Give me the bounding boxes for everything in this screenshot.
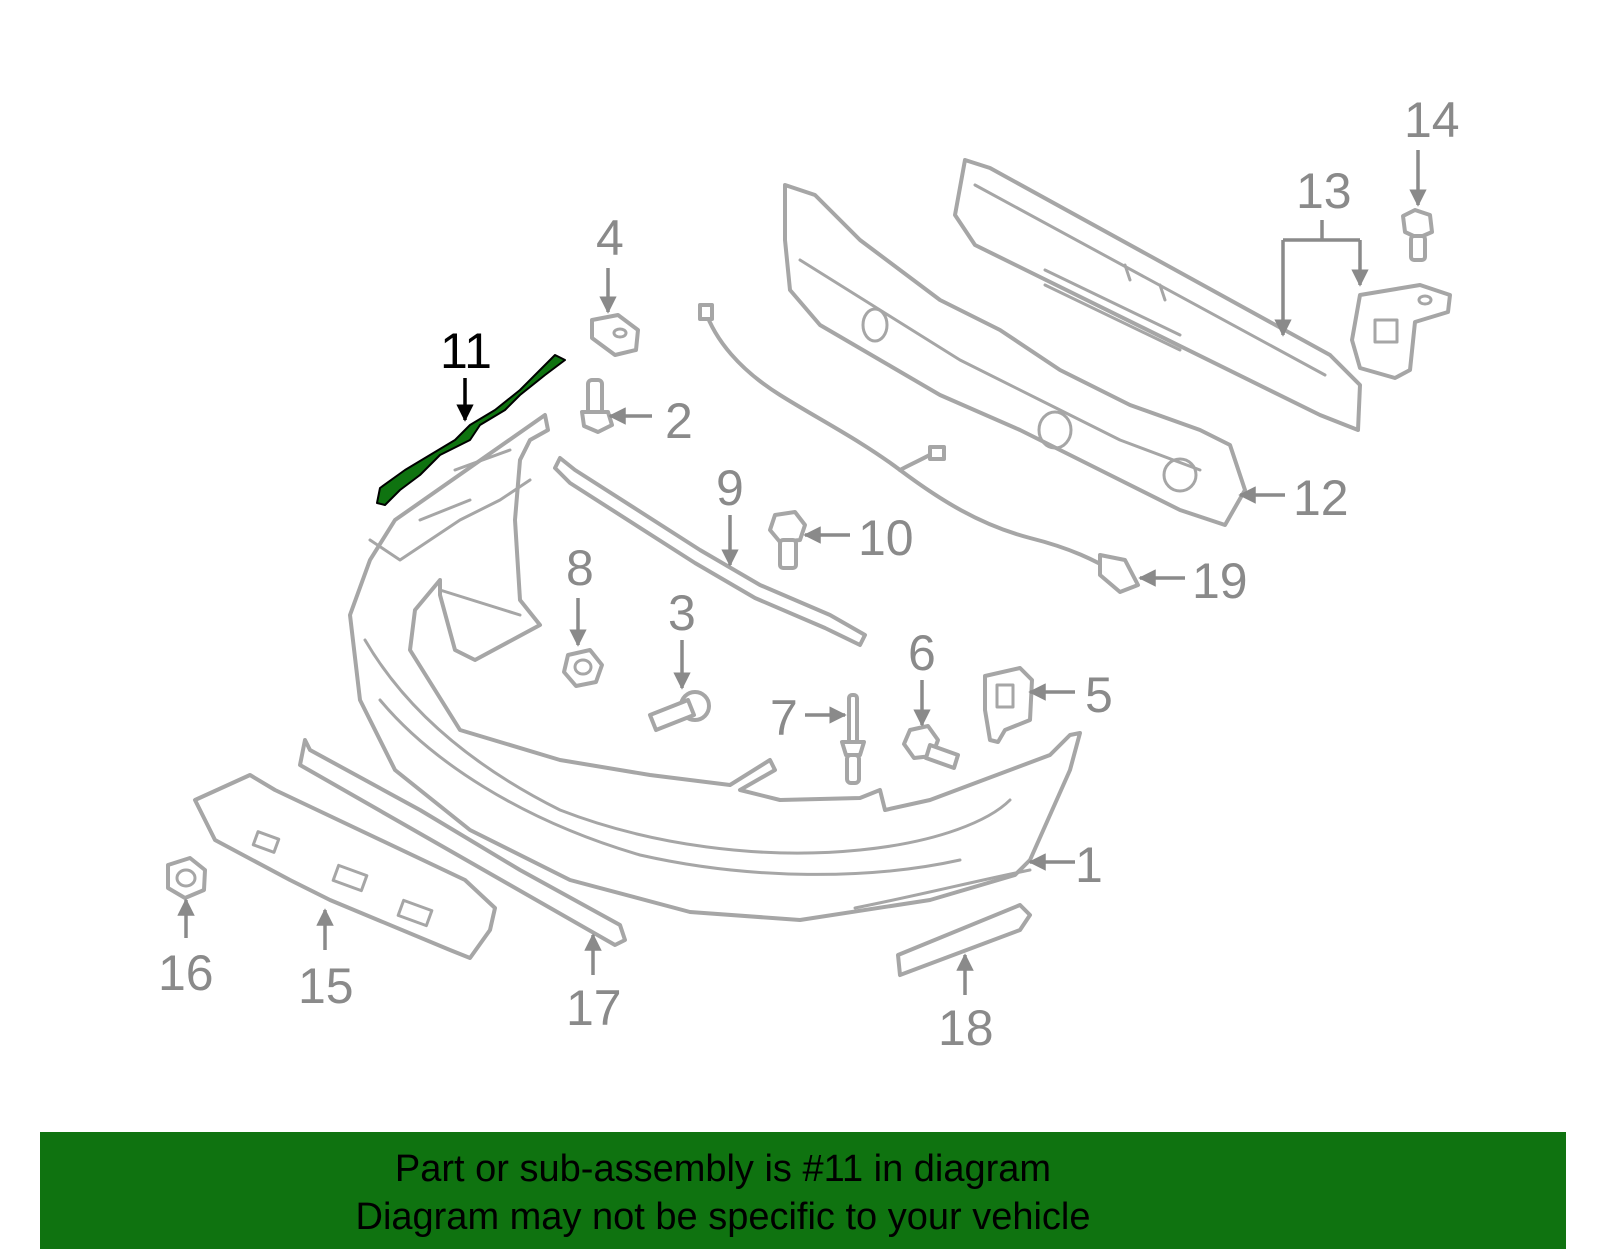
banner-part-note: Part or sub-assembly is #11 in diagram bbox=[394, 1148, 1052, 1190]
callout-1: 1 bbox=[1075, 837, 1103, 893]
callout-11: 11 bbox=[440, 323, 492, 379]
leader-lines bbox=[177, 150, 1427, 995]
callout-5: 5 bbox=[1085, 667, 1113, 723]
callout-9: 9 bbox=[716, 460, 744, 516]
callout-7: 7 bbox=[770, 690, 798, 746]
screw-3-part bbox=[648, 690, 711, 732]
callout-2: 2 bbox=[665, 393, 693, 449]
pin-7-part bbox=[840, 693, 866, 785]
reflector-strip-18-part bbox=[896, 903, 1032, 977]
clip-4-part bbox=[590, 313, 640, 357]
callout-8: 8 bbox=[566, 540, 594, 596]
energy-absorber-part bbox=[783, 183, 1247, 527]
lower-molding-17-part bbox=[298, 738, 627, 947]
callout-6: 6 bbox=[908, 625, 936, 681]
callout-12: 12 bbox=[1293, 470, 1349, 526]
reinforcement-beam-part bbox=[953, 158, 1362, 432]
bolt-10-part bbox=[768, 510, 807, 570]
banner-disclaimer: Diagram may not be specific to your vehi… bbox=[355, 1196, 1091, 1238]
wiring-harness-part bbox=[698, 303, 1140, 594]
nut-16-part bbox=[166, 856, 207, 900]
nut-8-part bbox=[562, 648, 604, 688]
callout-4: 4 bbox=[596, 210, 624, 266]
callout-3: 3 bbox=[668, 585, 696, 641]
callout-10: 10 bbox=[858, 510, 914, 566]
callout-16: 16 bbox=[158, 945, 214, 1001]
bracket-5-part bbox=[983, 666, 1034, 744]
callout-13: 13 bbox=[1296, 163, 1352, 219]
mounting-bracket-part bbox=[1350, 283, 1452, 380]
retainer-strip-part bbox=[553, 456, 867, 647]
bumper-cover-part bbox=[348, 413, 1082, 922]
callout-labels: 11 4 2 9 10 12 19 13 14 8 3 7 6 5 1 16 1… bbox=[158, 92, 1460, 1056]
callout-14: 14 bbox=[1404, 92, 1460, 148]
bolt-2-part bbox=[580, 378, 614, 434]
callout-15: 15 bbox=[298, 958, 354, 1014]
lower-absorber-part bbox=[193, 773, 497, 960]
callout-17: 17 bbox=[566, 980, 622, 1036]
info-banner: Part or sub-assembly is #11 in diagram D… bbox=[40, 1132, 1566, 1249]
bolt-14-part bbox=[1401, 208, 1434, 262]
callout-19: 19 bbox=[1192, 553, 1248, 609]
callout-18: 18 bbox=[938, 1000, 994, 1056]
bolt-6-part bbox=[902, 724, 960, 770]
side-bracket-11-part bbox=[376, 354, 566, 506]
